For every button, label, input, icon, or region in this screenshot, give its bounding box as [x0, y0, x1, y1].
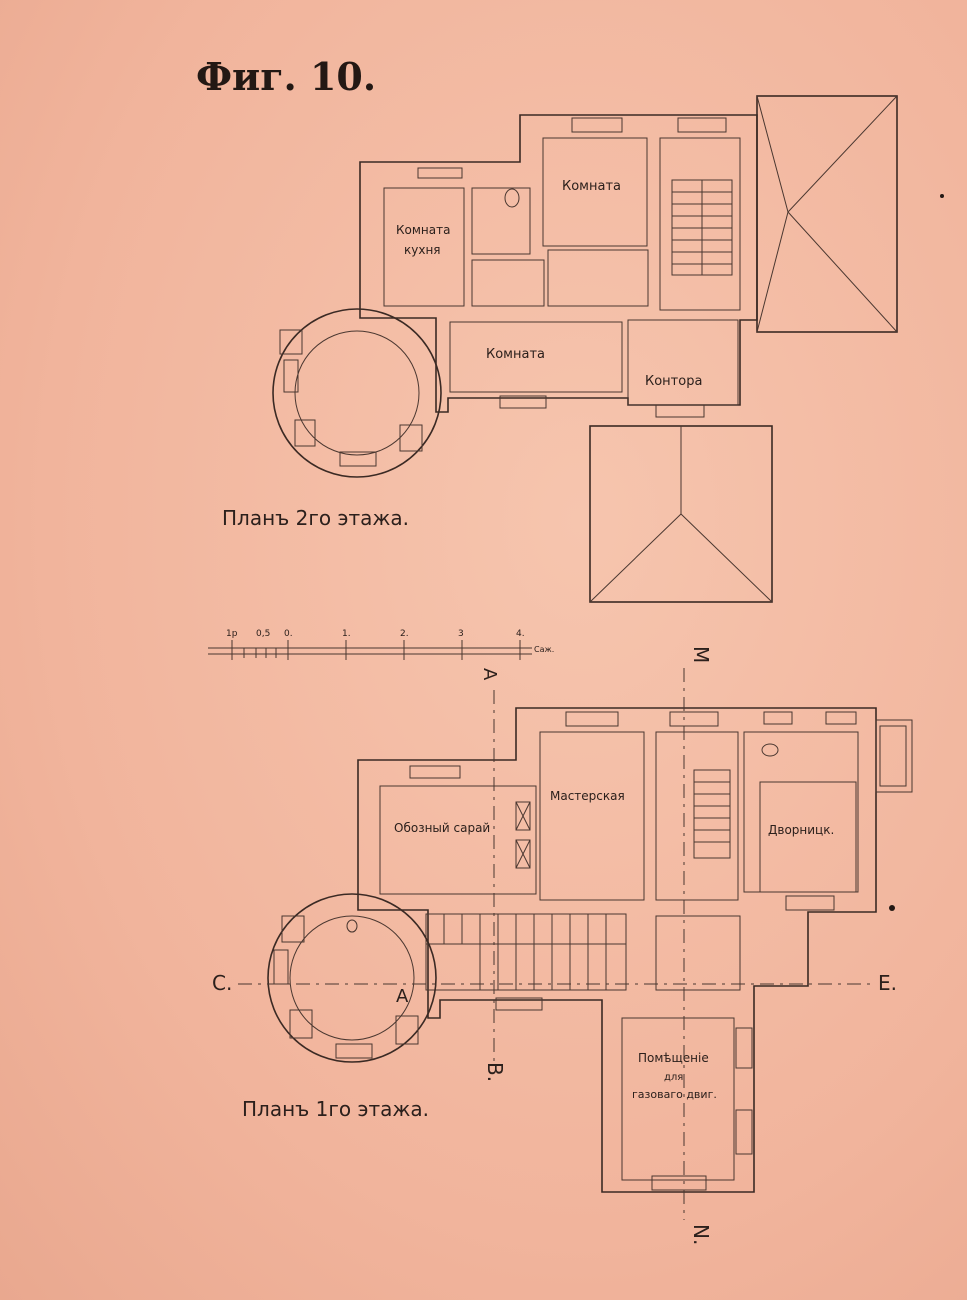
ink-dot: [889, 905, 895, 911]
shed-door-left: [515, 801, 531, 831]
section-mark-m: М: [689, 646, 713, 663]
room-label-kontora: Контора: [645, 374, 702, 389]
scale-tick-label: 4.: [516, 629, 525, 639]
upper-staircase: [671, 179, 733, 276]
room-label-masterskaya: Мастерская: [550, 789, 625, 803]
figure-label: Фиг. 10.: [196, 54, 376, 99]
lower-round-tower: [267, 893, 437, 1063]
lower-staircase-north: [693, 769, 731, 859]
scale-unit-label: Саж.: [534, 645, 554, 654]
section-mark-a-top: А: [479, 668, 500, 681]
shed-door-right: [515, 839, 531, 869]
upper-roof-south: [589, 425, 773, 603]
wc-fixture: [504, 188, 520, 208]
wc-fixture-lower: [761, 743, 779, 757]
upper-floor-plan: Комната кухня Комната Комната Контора Пл…: [222, 95, 898, 603]
section-mark-a-center: А: [396, 986, 409, 1007]
room-label-komnata-ne: Комната: [562, 179, 621, 194]
section-mark-b: В.: [483, 1062, 507, 1082]
room-label-gas-3: газоваго двиг.: [632, 1088, 717, 1101]
tower-fixture: [346, 919, 358, 933]
section-mark-e: Е.: [878, 971, 897, 995]
section-mark-n: N.: [689, 1224, 713, 1245]
room-label-dvornitsk: Дворницк.: [768, 823, 834, 837]
upper-plan-caption: Планъ 2го этажа.: [222, 506, 409, 530]
lower-staircase-main: [425, 913, 627, 991]
room-label-gas-2: для: [664, 1072, 683, 1083]
upper-roof-east: [756, 95, 898, 333]
scale-tick-label: 2.: [400, 629, 409, 639]
room-label-gas-1: Помѣщеніе: [638, 1051, 709, 1065]
scale-tick-label: 1.: [342, 629, 351, 639]
scale-bar: 1р 0,5 0. 1. 2. 3 4. Саж.: [208, 629, 554, 660]
scale-tick-label: 1р: [226, 629, 238, 639]
room-label-kukhnya: кухня: [404, 243, 441, 257]
section-mark-c: С.: [212, 971, 232, 995]
lower-floor-plan: М А С. Е. В. N. А Обозный сарай Мастерск…: [212, 646, 913, 1245]
scale-tick-label: 3: [458, 629, 464, 639]
room-label-komnata-kitchen: Комната: [396, 223, 450, 237]
ink-dot: [940, 194, 944, 198]
section-lines: [238, 668, 876, 1220]
room-label-oboznyi-sarai: Обозный сарай: [394, 821, 490, 835]
scale-tick-label: 0,5: [256, 629, 270, 639]
scale-tick-label: 0.: [284, 629, 293, 639]
upper-round-tower: [272, 308, 442, 478]
lower-plan-caption: Планъ 1го этажа.: [242, 1097, 429, 1121]
room-label-komnata-center: Комната: [486, 347, 545, 362]
